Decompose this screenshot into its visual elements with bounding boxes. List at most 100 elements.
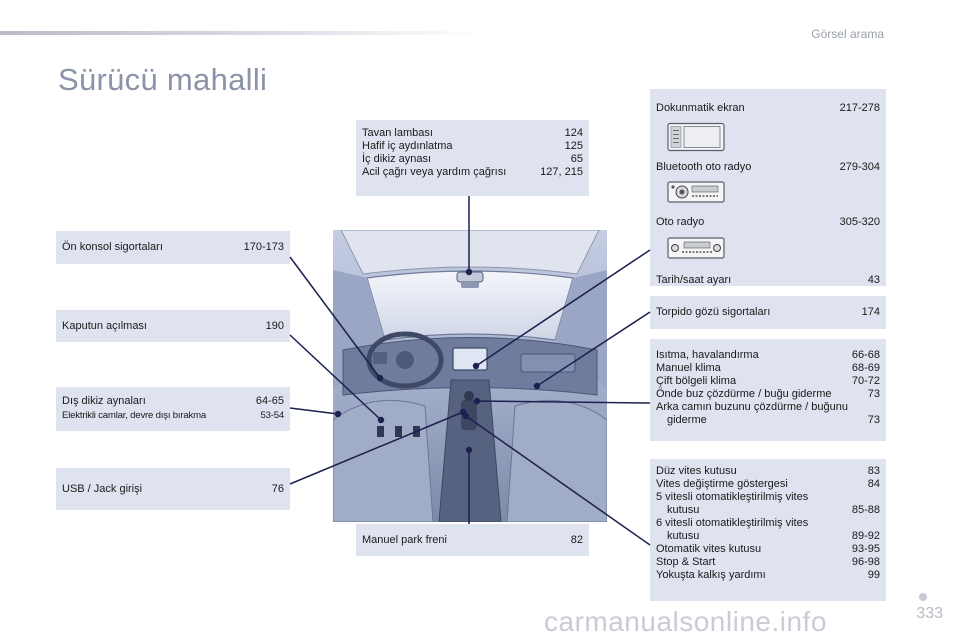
list-item[interactable]: Önde buz çözdürme / buğu giderme 73 [656, 388, 880, 401]
list-item[interactable]: Dış dikiz aynaları 64-65 [62, 395, 284, 408]
list-item[interactable]: Manuel park freni 82 [362, 534, 583, 547]
item-label: 6 vitesli otomatikleştirilmiş vites [656, 517, 809, 529]
header-bar [0, 31, 480, 35]
item-label: giderme [667, 414, 707, 426]
item-label: Dış dikiz aynaları [62, 395, 146, 407]
list-item[interactable]: Elektrikli camlar, devre dışı bırakma 53-… [62, 409, 284, 422]
item-page: 73 [867, 414, 880, 426]
item-label: Manuel park freni [362, 533, 447, 546]
item-label: İç dikiz aynası [362, 153, 432, 165]
item-page: 190 [265, 319, 284, 332]
item-page: 85-88 [851, 504, 880, 516]
list-item[interactable]: USB / Jack girişi 76 [62, 483, 284, 496]
bluetooth-radio-icon [667, 181, 725, 203]
list-item[interactable]: Stop & Start 96-98 [656, 556, 880, 569]
list-item[interactable]: Yokuşta kalkış yardımı 99 [656, 569, 880, 582]
item-page: 174 [861, 306, 880, 318]
list-item[interactable]: Acil çağrı veya yardım çağrısı 127, 215 [362, 166, 583, 179]
item-page: 68-69 [851, 362, 880, 374]
item-page: 93-95 [851, 543, 880, 555]
list-item[interactable]: Torpido gözü sigortaları 174 [656, 306, 880, 319]
list-item[interactable]: 6 vitesli otomatikleştirilmiş vites [656, 517, 880, 530]
usb-box: USB / Jack girişi 76 [56, 468, 290, 510]
item-page: 279-304 [839, 161, 880, 173]
item-label: 5 vitesli otomatikleştirilmiş vites [656, 491, 809, 503]
item-label: Çift bölgeli klima [656, 375, 737, 387]
item-page: 73 [867, 388, 880, 400]
list-item[interactable]: Oto radyo 305-320 [656, 216, 880, 229]
page-title: Sürücü mahalli [58, 62, 268, 97]
radio-icon [667, 237, 725, 259]
item-page: 82 [570, 533, 583, 546]
item-label: Torpido gözü sigortaları [656, 306, 771, 318]
item-page: 83 [867, 465, 880, 477]
list-item[interactable]: İç dikiz aynası 65 [362, 153, 583, 166]
item-label: Tarih/saat ayarı [656, 274, 732, 286]
glovebox-fuses-box: Torpido gözü sigortaları 174 [650, 296, 886, 329]
list-item[interactable]: Kaputun açılması 190 [62, 320, 284, 333]
item-page: 65 [570, 153, 583, 165]
item-label: Bluetooth oto radyo [656, 161, 752, 173]
list-item[interactable]: Tarih/saat ayarı 43 [656, 274, 880, 287]
item-label: Oto radyo [656, 216, 705, 228]
mirrors-box: Dış dikiz aynaları 64-65 Elektrikli camla… [56, 387, 290, 431]
item-page: 127, 215 [540, 166, 583, 178]
item-page: 84 [867, 478, 880, 490]
list-item[interactable]: Otomatik vites kutusu 93-95 [656, 543, 880, 556]
page-number: 333 [916, 605, 943, 622]
item-page: 64-65 [255, 395, 284, 407]
climate-box: Isıtma, havalandırma 66-68 Manuel klima 68… [650, 339, 886, 441]
item-label: Isıtma, havalandırma [656, 349, 759, 361]
media-box: Dokunmatik ekran 217-278 Bluetooth oto ra… [650, 89, 886, 286]
item-label: Kaputun açılması [62, 319, 147, 332]
list-item[interactable]: Manuel klima 68-69 [656, 362, 880, 375]
list-item[interactable]: Dokunmatik ekran 217-278 [656, 102, 880, 115]
item-page: 66-68 [851, 349, 880, 361]
item-page: 217-278 [839, 102, 880, 114]
watermark: carmanualsonline.info [544, 606, 827, 637]
item-label: Önde buz çözdürme / buğu giderme [656, 388, 832, 400]
item-label: Arka camın buzunu çözdürme / buğunu [656, 401, 849, 413]
item-page: 305-320 [839, 216, 880, 228]
item-label: USB / Jack girişi [62, 482, 143, 495]
item-label: kutusu [667, 504, 700, 516]
list-item[interactable]: Hafif iç aydınlatma 125 [362, 140, 583, 153]
list-item[interactable]: kutusu 89-92 [656, 530, 880, 543]
item-label: Manuel klima [656, 362, 721, 374]
list-item[interactable]: giderme 73 [656, 414, 880, 427]
page-dot [919, 593, 927, 601]
item-label: Tavan lambası [362, 127, 433, 139]
item-label: kutusu [667, 530, 700, 542]
item-label: Otomatik vites kutusu [656, 543, 762, 555]
touchscreen-icon [667, 122, 725, 152]
list-item[interactable]: 5 vitesli otomatikleştirilmiş vites [656, 491, 880, 504]
list-item[interactable]: Bluetooth oto radyo 279-304 [656, 161, 880, 174]
item-label: Acil çağrı veya yardım çağrısı [362, 166, 507, 178]
item-page: 76 [271, 482, 284, 495]
item-label: Yokuşta kalkış yardımı [656, 569, 766, 581]
item-page: 170-173 [243, 241, 284, 253]
item-label: Elektrikli camlar, devre dışı bırakma [62, 410, 207, 421]
item-label: Stop & Start [656, 556, 716, 568]
item-page: 53-54 [260, 410, 284, 421]
list-item[interactable]: Arka camın buzunu çözdürme / buğunu [656, 401, 880, 414]
item-page: 43 [867, 274, 880, 286]
item-page: 96-98 [851, 556, 880, 568]
list-item[interactable]: Isıtma, havalandırma 66-68 [656, 349, 880, 362]
item-page: 89-92 [851, 530, 880, 542]
item-page: 125 [564, 140, 583, 152]
cockpit-illustration [333, 230, 607, 522]
item-label: Hafif iç aydınlatma [362, 140, 453, 152]
item-label: Dokunmatik ekran [656, 102, 745, 114]
bonnet-box: Kaputun açılması 190 [56, 310, 290, 342]
list-item[interactable]: kutusu 85-88 [656, 504, 880, 517]
handbrake-box: Manuel park freni 82 [356, 524, 589, 556]
item-page: 99 [867, 569, 880, 581]
